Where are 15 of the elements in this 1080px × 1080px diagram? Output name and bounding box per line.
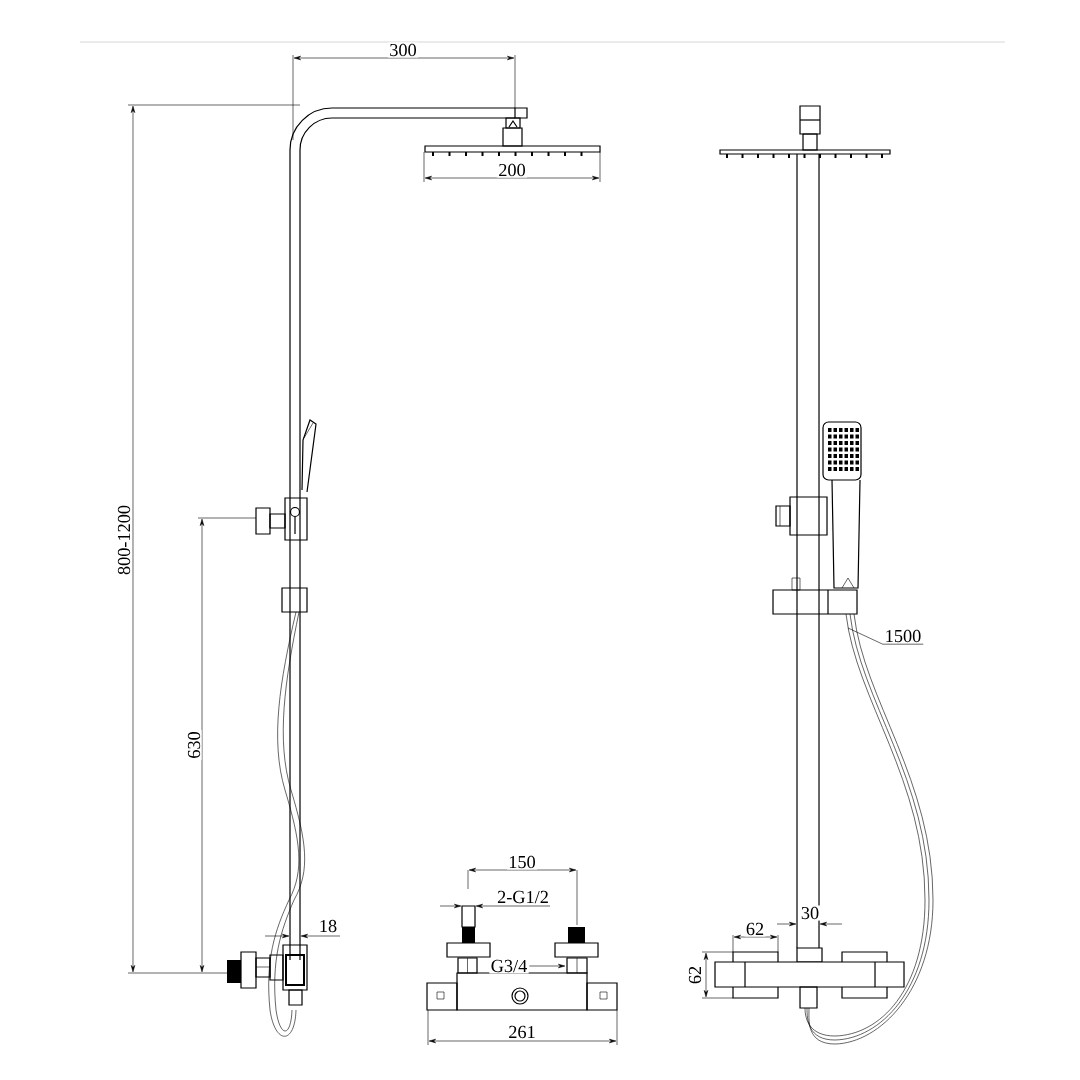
callout-label: G3/4 xyxy=(489,958,529,974)
dimension-label: 62 xyxy=(687,964,703,986)
dimension-label: 30 xyxy=(799,905,821,921)
dimension-label: 150 xyxy=(506,854,538,870)
dimension-label: 200 xyxy=(496,162,528,178)
dimension-label: 2-G1/2 xyxy=(495,889,551,905)
leader-line xyxy=(847,627,924,645)
dimension-label: 261 xyxy=(506,1024,538,1040)
dimension-label: 62 xyxy=(744,921,766,937)
dimension-label: 18 xyxy=(317,918,339,934)
dimension-label: 300 xyxy=(387,42,419,58)
dimension-label: 800-1200 xyxy=(116,503,132,577)
callout-label: 1500 xyxy=(883,628,923,644)
dimension-label: 630 xyxy=(186,729,202,761)
leader-line xyxy=(529,963,566,969)
